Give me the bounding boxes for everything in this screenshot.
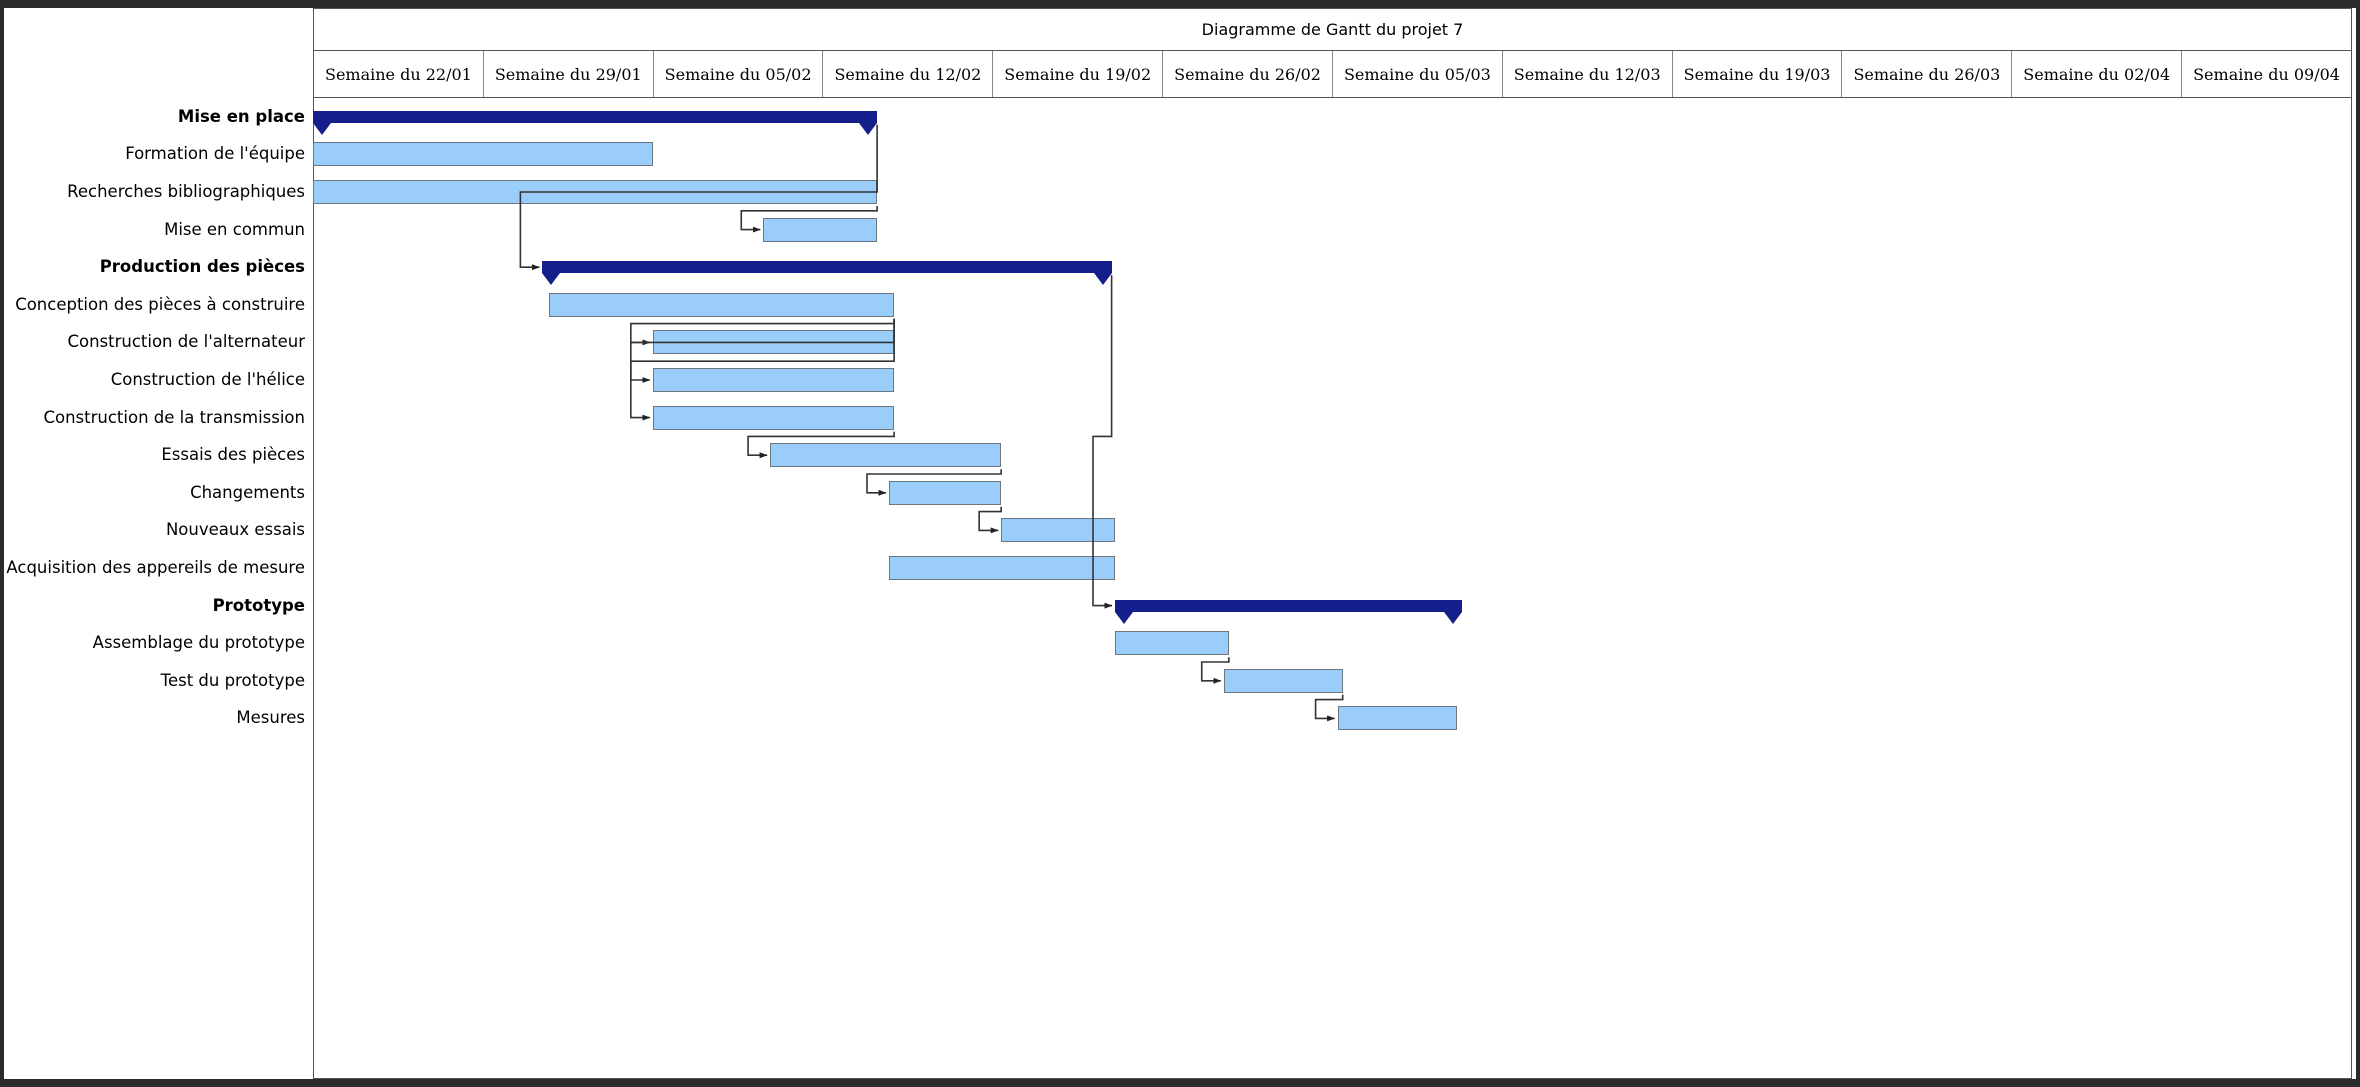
- gantt-task-bar[interactable]: [652, 368, 895, 392]
- timeline-week-header: Semaine du 19/02: [993, 51, 1164, 97]
- task-label[interactable]: Formation de l'équipe: [125, 144, 305, 164]
- gantt-task-bar[interactable]: [770, 443, 1002, 468]
- summary-bar-endpoint-marker: [1093, 273, 1112, 286]
- gantt-summary-bar[interactable]: [1115, 599, 1462, 612]
- gantt-task-bar[interactable]: [652, 405, 895, 430]
- gantt-task-bar[interactable]: [652, 330, 895, 355]
- task-label[interactable]: Essais des pièces: [161, 445, 305, 465]
- timeline-week-header: Semaine du 12/02: [823, 51, 994, 97]
- gantt-task-bar[interactable]: [763, 217, 878, 242]
- task-label[interactable]: Recherches bibliographiques: [67, 182, 305, 201]
- task-label[interactable]: Construction de l'hélice: [110, 370, 305, 389]
- timeline-week-header: Semaine du 29/01: [484, 51, 654, 97]
- task-label[interactable]: Acquisition des appereils de mesure: [6, 558, 305, 577]
- gantt-task-bar[interactable]: [1337, 706, 1457, 731]
- summary-bar-endpoint-marker: [542, 273, 561, 286]
- window-frame-left: [0, 0, 4, 1087]
- gantt-task-bar[interactable]: [889, 556, 1115, 580]
- timeline-week-header: Semaine du 26/03: [1842, 51, 2013, 97]
- window-frame-right: [2356, 0, 2360, 1087]
- task-label[interactable]: Construction de la transmission: [43, 407, 305, 427]
- gantt-task-bar[interactable]: [889, 480, 1002, 505]
- timeline-week-header: Semaine du 05/03: [1333, 51, 1503, 97]
- gantt-task-bar[interactable]: [313, 180, 878, 204]
- task-label[interactable]: Nouveaux essais: [165, 520, 305, 540]
- gantt-bars-layer: [4, 8, 2356, 1079]
- window-frame-bottom: [0, 1079, 2360, 1087]
- gantt-task-bar[interactable]: [1001, 518, 1115, 543]
- summary-bar-endpoint-marker: [1443, 611, 1462, 624]
- timeline-week-header: Semaine du 22/01: [314, 51, 484, 97]
- timeline-week-header: Semaine du 12/03: [1503, 51, 1673, 97]
- task-group-label[interactable]: Mise en place: [177, 106, 305, 126]
- task-label[interactable]: Changements: [190, 482, 305, 502]
- page-title: Diagramme de Gantt du projet 7: [1201, 20, 1464, 39]
- task-label[interactable]: Assemblage du prototype: [92, 633, 305, 653]
- gantt-task-bar[interactable]: [549, 292, 895, 317]
- timeline-week-header: Semaine du 02/04: [2012, 51, 2183, 97]
- gantt-task-bar[interactable]: [1223, 668, 1343, 693]
- task-label[interactable]: Conception des pièces à construire: [15, 294, 305, 314]
- gantt-task-bar[interactable]: [313, 142, 653, 167]
- timeline-week-header: Semaine du 19/03: [1673, 51, 1843, 97]
- gantt-summary-bar[interactable]: [313, 110, 878, 123]
- timeline-week-header: Semaine du 26/02: [1163, 51, 1333, 97]
- task-label[interactable]: Test du prototype: [160, 670, 305, 690]
- chart-title-bar: Diagramme de Gantt du projet 7: [313, 8, 2352, 50]
- task-group-label[interactable]: Production des pièces: [99, 257, 305, 277]
- summary-bar-endpoint-marker: [1115, 611, 1133, 624]
- summary-bar-endpoint-marker: [313, 122, 331, 135]
- task-label[interactable]: Mise en commun: [164, 219, 305, 239]
- timeline-week-header: Semaine du 09/04: [2193, 64, 2340, 84]
- timeline-week-header: Semaine du 05/02: [654, 51, 824, 97]
- chart-canvas: Diagramme de Gantt du projet 7 Semaine d…: [4, 8, 2356, 1079]
- gantt-task-bar[interactable]: [1115, 631, 1229, 656]
- window-frame-top: [0, 0, 2360, 8]
- summary-bar-endpoint-marker: [859, 122, 878, 135]
- task-label[interactable]: Mesures: [236, 708, 305, 728]
- task-group-label[interactable]: Prototype: [212, 595, 305, 615]
- gantt-summary-bar[interactable]: [542, 261, 1112, 274]
- task-label[interactable]: Construction de l'alternateur: [67, 332, 305, 352]
